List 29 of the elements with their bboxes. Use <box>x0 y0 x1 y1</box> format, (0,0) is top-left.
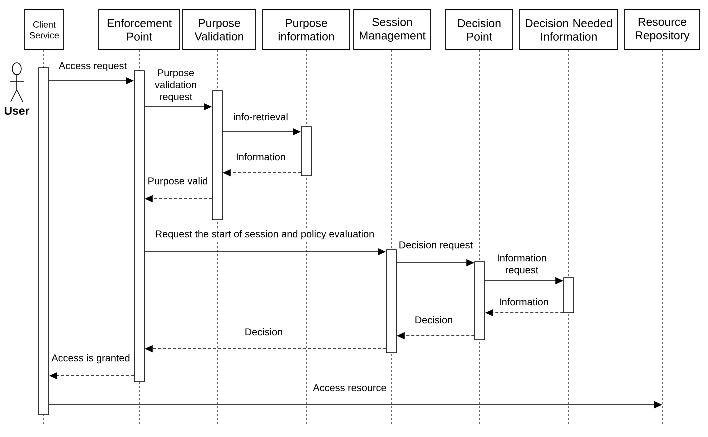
activation-bar <box>474 262 486 340</box>
activation-bar <box>134 70 145 382</box>
edge-label: Information <box>235 152 287 162</box>
participant-box: Session Management <box>354 10 432 50</box>
activation-bar <box>212 90 223 220</box>
participant-box: Resource Repository <box>624 10 700 50</box>
edge-label: Purpose validation request <box>148 68 204 104</box>
actor-label: User <box>4 107 30 115</box>
activation-bar <box>386 250 397 354</box>
participant-box: Decision Point <box>446 10 514 50</box>
participant-box: Client Service <box>24 10 64 50</box>
edge-label: Decision <box>244 327 284 337</box>
participant-box: Decision Needed Information <box>520 10 618 50</box>
participant-box: Purpose information <box>262 10 350 50</box>
edge-label: Purpose valid <box>146 176 210 188</box>
edge-label: Information request <box>491 253 553 277</box>
edge-label: Access request <box>58 62 128 72</box>
activation-bar <box>301 126 312 176</box>
activation-bar <box>38 68 50 416</box>
participant-box: Purpose Validation <box>182 10 256 50</box>
edge-label: Access is granted <box>50 353 132 365</box>
edge-label: Information <box>498 297 550 307</box>
participant-box: Enforcement Point <box>98 10 180 50</box>
activation-bar <box>564 278 574 314</box>
edge-label: info-retrieval <box>232 112 290 122</box>
edge-label: Decision <box>414 315 454 325</box>
edge-label: Access resource <box>312 384 388 392</box>
edge-label: Decision request <box>398 240 474 252</box>
edge-label: Request the start of session and policy evaluation <box>154 229 376 241</box>
